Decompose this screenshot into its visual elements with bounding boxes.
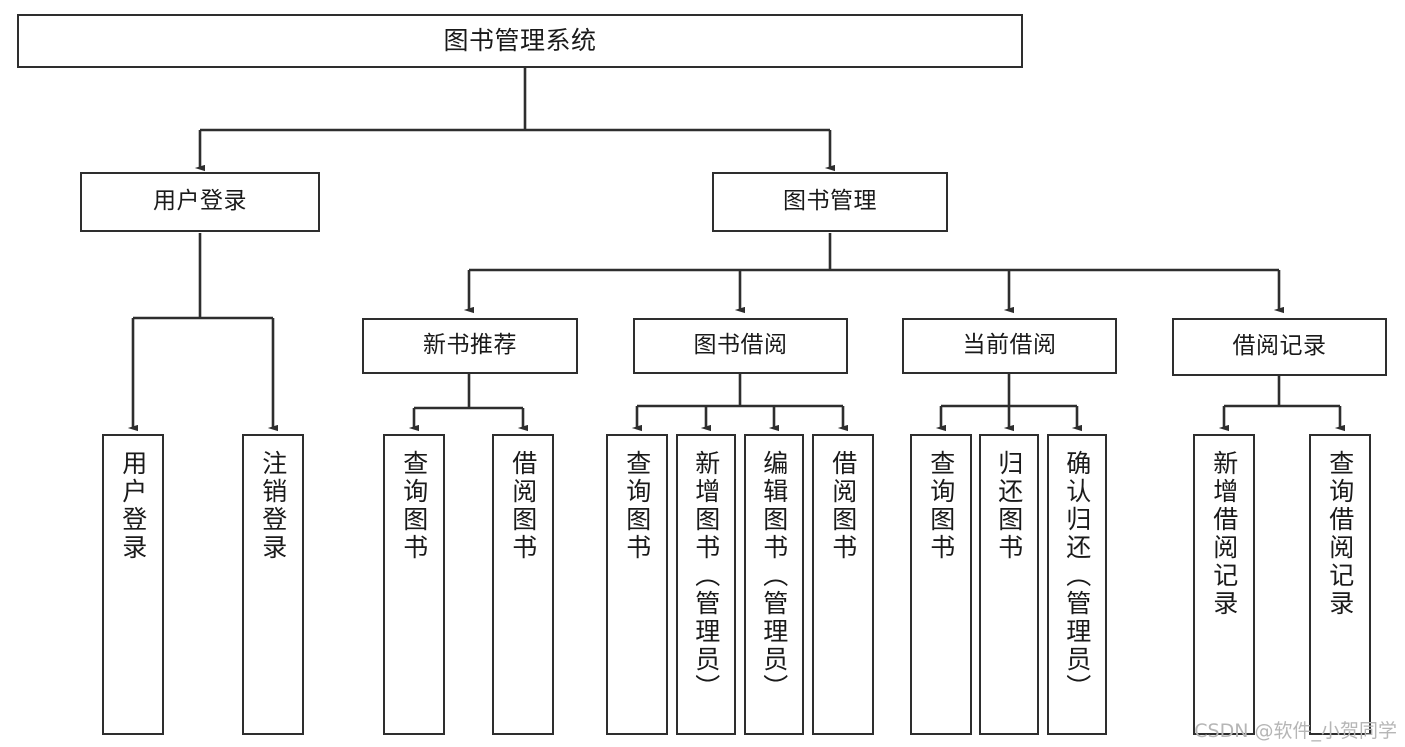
node-leaf-logout[interactable]: 注销登录	[242, 434, 304, 735]
node-leaf-borrow-book-2[interactable]: 借阅图书	[812, 434, 874, 735]
node-root-book-management-system[interactable]: 图书管理系统	[17, 14, 1023, 68]
node-borrow-record[interactable]: 借阅记录	[1172, 318, 1387, 376]
node-book-admin[interactable]: 图书管理	[712, 172, 948, 232]
node-label: 用户登录	[118, 450, 148, 562]
node-label: 查询借阅记录	[1325, 450, 1355, 618]
node-label: 查询图书	[926, 450, 956, 562]
node-label: 归还图书	[994, 450, 1024, 562]
node-leaf-query-book-3[interactable]: 查询图书	[910, 434, 972, 735]
node-label: 新增图书（管理员）	[691, 450, 721, 702]
node-label: 借阅图书	[508, 450, 538, 562]
csdn-watermark: CSDN @软件_小贺同学	[1194, 720, 1397, 742]
node-leaf-query-record[interactable]: 查询借阅记录	[1309, 434, 1371, 735]
node-label: 当前借阅	[962, 332, 1057, 359]
node-label: 查询图书	[622, 450, 652, 562]
node-leaf-borrow-book-1[interactable]: 借阅图书	[492, 434, 554, 735]
node-label: 图书管理	[783, 188, 877, 215]
node-leaf-confirm-return[interactable]: 确认归还（管理员）	[1047, 434, 1107, 735]
node-leaf-edit-book[interactable]: 编辑图书（管理员）	[744, 434, 804, 735]
node-label: 新增借阅记录	[1209, 450, 1239, 618]
node-leaf-user-login[interactable]: 用户登录	[102, 434, 164, 735]
node-label: 借阅记录	[1232, 333, 1327, 360]
node-leaf-query-book-2[interactable]: 查询图书	[606, 434, 668, 735]
node-label: 编辑图书（管理员）	[759, 450, 789, 702]
node-leaf-add-book[interactable]: 新增图书（管理员）	[676, 434, 736, 735]
node-label: 确认归还（管理员）	[1062, 450, 1092, 702]
node-label: 查询图书	[399, 450, 429, 562]
node-label: 图书管理系统	[443, 26, 597, 56]
node-label: 注销登录	[258, 450, 288, 562]
node-leaf-return-book[interactable]: 归还图书	[979, 434, 1039, 735]
node-label: 新书推荐	[423, 332, 517, 359]
node-leaf-add-record[interactable]: 新增借阅记录	[1193, 434, 1255, 735]
node-user-login[interactable]: 用户登录	[80, 172, 320, 232]
node-new-book-recommendation[interactable]: 新书推荐	[362, 318, 578, 374]
node-label: 用户登录	[153, 188, 247, 215]
node-label: 图书借阅	[693, 332, 788, 359]
node-label: 借阅图书	[828, 450, 858, 562]
node-leaf-query-book-1[interactable]: 查询图书	[383, 434, 445, 735]
node-current-borrow[interactable]: 当前借阅	[902, 318, 1117, 374]
node-book-borrow[interactable]: 图书借阅	[633, 318, 848, 374]
